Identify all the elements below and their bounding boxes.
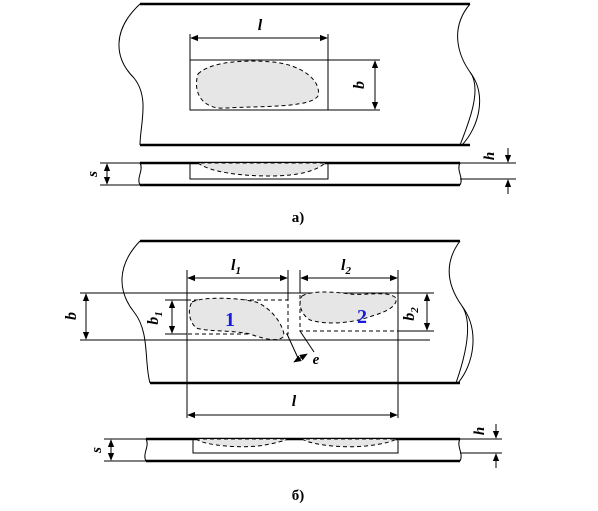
defect-number-1: 1: [225, 309, 235, 331]
wall-thickness-label-a: s: [85, 171, 101, 178]
length-dimension-a: l: [189, 17, 329, 60]
length-dimension-1: l1: [187, 257, 289, 300]
defect-box-2: [299, 292, 399, 332]
defect-number-2: 2: [357, 306, 367, 328]
total-width-dimension: b: [63, 293, 90, 340]
caption-a: а): [292, 210, 305, 226]
total-length-label: l: [292, 393, 297, 410]
pipe-a: [118, 2, 481, 147]
bounding-box-b: [80, 270, 430, 418]
caption-b: б): [292, 488, 305, 504]
figure-b: 1 2 l1 l2 l b: [63, 239, 502, 504]
defect2-width-label: b2: [401, 307, 421, 321]
distance-dimension: e: [286, 330, 320, 368]
pipe-b: [121, 239, 474, 385]
length-label-a: l: [258, 17, 263, 34]
width-dimension-1: b1: [145, 299, 187, 335]
defect2-length-label: l2: [341, 257, 351, 277]
cross-section-a: [100, 148, 516, 194]
depth-label-a: h: [482, 152, 498, 160]
total-width-label: b: [63, 312, 80, 320]
defect-box-a: [189, 59, 329, 111]
wall-thickness-label-b: s: [89, 447, 105, 454]
defect1-width-label: b1: [145, 311, 165, 325]
total-length-dimension: l: [187, 393, 398, 419]
defect-shape-1: [188, 297, 285, 341]
depth-label-b: h: [472, 427, 488, 435]
width-label-a: b: [351, 81, 368, 89]
length-dimension-2: l2: [299, 257, 398, 293]
defect1-length-label: l1: [231, 257, 241, 277]
cross-section-b: [104, 424, 502, 468]
distance-label: e: [313, 352, 320, 368]
width-dimension-a: b: [328, 59, 380, 111]
defect-shape-2: [299, 291, 397, 324]
defect-shape-a: [196, 60, 319, 109]
figure-a: l b s h а): [85, 2, 516, 226]
width-dimension-2: b2: [398, 292, 434, 332]
